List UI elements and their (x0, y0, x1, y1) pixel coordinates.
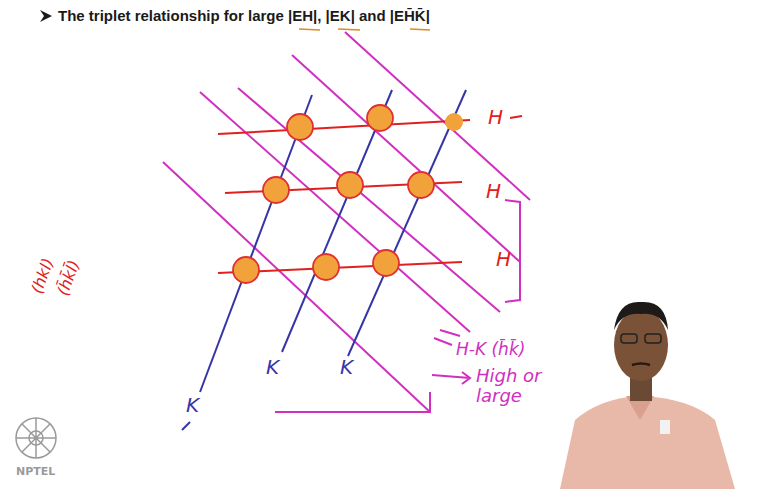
h-minus-k-planes (163, 32, 530, 412)
k-label: K (266, 356, 279, 378)
index-note: (h̄k̄l̄) (54, 258, 83, 298)
index-note: (hkl) (28, 256, 57, 296)
title-underlines (299, 29, 430, 30)
slide-title: The triplet relationship for large |EH|,… (58, 8, 430, 25)
k-label: K (340, 356, 353, 378)
reciprocal-lattice-points (233, 105, 463, 283)
plane-label: H-K (h̄k̄) (456, 340, 525, 359)
k-label: K (186, 394, 199, 416)
bullet-arrow (40, 10, 52, 22)
h-planes (218, 116, 522, 273)
nptel-emblem (16, 418, 56, 458)
k-planes (182, 90, 466, 430)
h-label: H (488, 106, 503, 128)
presenter (560, 302, 735, 489)
h-label: H (486, 180, 501, 202)
h-label: H (496, 248, 511, 270)
logo-text: NPTEL (16, 466, 55, 478)
note-text: High or large (476, 366, 556, 406)
